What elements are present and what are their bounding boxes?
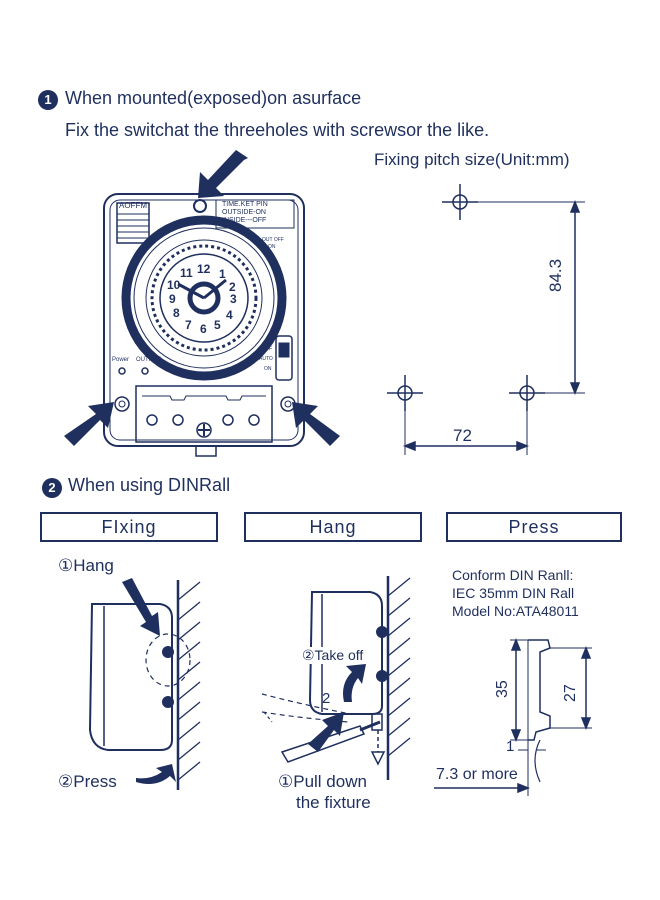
dial-outer-ring — [121, 215, 287, 381]
top-screw-hole — [193, 199, 207, 213]
dial-numeral-7: 7 — [185, 318, 192, 332]
output-led — [141, 367, 149, 375]
din-conform-line2: IEC 35mm DIN Rall — [452, 585, 575, 601]
section-1-badge: 1 — [38, 90, 58, 110]
dial-numeral-5: 5 — [214, 318, 221, 332]
info-line-1: TIME.KET PIN — [222, 201, 268, 208]
right-hole-arrow — [292, 402, 340, 446]
vent-window-label: AOFFM — [119, 201, 147, 210]
left-hole-arrow — [64, 402, 114, 446]
dial-hour-hand — [177, 282, 205, 300]
dim-1-label: 1 — [506, 738, 515, 755]
dial-numeral-6: 6 — [200, 322, 207, 336]
take-off-arrow — [343, 664, 366, 702]
press-arrow — [136, 764, 176, 784]
fixing-pitch-diagram — [387, 184, 585, 455]
power-label: Power — [112, 357, 130, 363]
top-hole-arrow — [198, 150, 248, 198]
center-screw — [196, 422, 212, 438]
dim-horizontal-label: 72 — [453, 426, 472, 445]
info-line-2: OUTSIDE-ON — [222, 209, 266, 216]
dial-face — [159, 253, 249, 343]
hang-pull-down-line2: the fixture — [296, 793, 371, 812]
fixing-step-press: ②Press — [58, 772, 117, 791]
section-2-badge: 2 — [42, 478, 62, 498]
dial-numeral-11: 11 — [180, 266, 193, 280]
hang-pull-down-line1: ①Pull down — [278, 772, 367, 791]
info-line-3: INSIDE---OFF — [222, 217, 267, 224]
switch-auto-label: AUTO — [259, 356, 273, 362]
pull-down-arrow — [308, 712, 344, 752]
hang-arrow — [122, 578, 160, 636]
mode-switch — [275, 335, 293, 381]
dim-27-label: 27 — [562, 684, 579, 702]
output-label: OUTPUT — [136, 357, 161, 363]
out-off-label: OUT OFF — [262, 237, 284, 243]
hole-arrows — [64, 150, 340, 446]
dial-minute-hand — [203, 278, 227, 300]
left-screw-hole — [114, 396, 130, 412]
section-1-subtitle: Fix the switchat the threeholes with scr… — [65, 120, 490, 140]
timer-device — [103, 193, 305, 457]
out-on-label: ON — [268, 244, 276, 250]
dial-numeral-10: 10 — [167, 278, 181, 292]
power-led — [118, 367, 126, 375]
switch-off-label: OFF — [262, 346, 272, 352]
dim-7-3-label: 7.3 or more — [436, 766, 518, 783]
din-conform-line1: Conform DIN Ranll: — [452, 567, 574, 583]
dial-numeral-2: 2 — [229, 280, 236, 294]
dial-numeral-4: 4 — [226, 308, 233, 322]
tab-press: Press — [446, 512, 622, 542]
tab-fixing: FIxing — [40, 512, 218, 542]
switch-on-label: ON — [264, 366, 272, 372]
fixing-pitch-label: Fixing pitch size(Unit:mm) — [374, 150, 570, 169]
hang-take-off-label: ②Take off — [302, 647, 364, 664]
dial-numeral-3: 3 — [230, 292, 237, 306]
din-model-line: Model No:ATA48011 — [452, 603, 579, 619]
dim-35-label: 35 — [494, 680, 511, 698]
hang-diagram — [261, 576, 411, 780]
dial-numeral-8: 8 — [173, 306, 180, 320]
dial-numeral-1: 1 — [219, 267, 226, 281]
dim-vertical-label: 84.3 — [546, 258, 565, 292]
tab-hang: Hang — [244, 512, 422, 542]
dial-knob — [187, 281, 221, 315]
info-box — [215, 199, 295, 229]
terminal-block — [135, 385, 273, 443]
fixing-step-hang: ①Hang — [58, 556, 114, 575]
hang-step-number: 2 — [322, 690, 331, 707]
dial-numeral-12: 12 — [197, 262, 211, 276]
dial-segment-ring — [150, 244, 258, 352]
vent-window — [116, 202, 150, 244]
din-rail-profile — [434, 637, 592, 796]
section-1-title: When mounted(exposed)on asurface — [65, 88, 362, 108]
fixing-diagram — [88, 580, 201, 790]
dial-numeral-9: 9 — [169, 292, 176, 306]
section-2-title: When using DINRall — [68, 475, 231, 495]
